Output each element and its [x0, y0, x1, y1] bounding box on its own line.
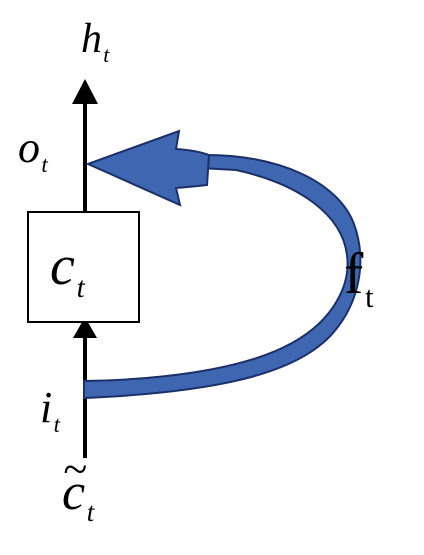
output-gate-label-subscript: t — [41, 152, 48, 178]
input-arrowhead — [73, 317, 97, 338]
forget-arrow-head — [85, 129, 211, 207]
candidate-state-base-wrap: ~ c — [62, 448, 87, 521]
forget-gate-label-subscript: t — [365, 279, 374, 314]
output-gate-label-base: o — [18, 123, 40, 172]
input-gate-label: it — [40, 386, 60, 437]
output-label-base: h — [81, 16, 102, 62]
output-gate-label: ot — [18, 126, 48, 177]
candidate-state-tilde: ~ — [63, 445, 88, 495]
input-gate-label-subscript: t — [53, 412, 60, 438]
output-label-subscript: t — [103, 42, 110, 67]
candidate-state-label: ~ c t — [62, 448, 95, 528]
output-arrowhead — [72, 79, 98, 104]
cell-state-label-subscript: t — [76, 272, 85, 305]
candidate-state-label-subscript: t — [86, 497, 95, 528]
cell-state-label-base: c — [50, 235, 75, 297]
cell-state-box — [27, 211, 140, 323]
cell-state-label: ct — [50, 238, 85, 303]
candidate-state-label-base: c — [62, 464, 86, 521]
forget-gate-label: ft — [344, 245, 374, 312]
input-gate-label-base: i — [40, 383, 53, 432]
forget-gate-label-base: f — [344, 241, 364, 306]
output-label: ht — [81, 18, 109, 67]
